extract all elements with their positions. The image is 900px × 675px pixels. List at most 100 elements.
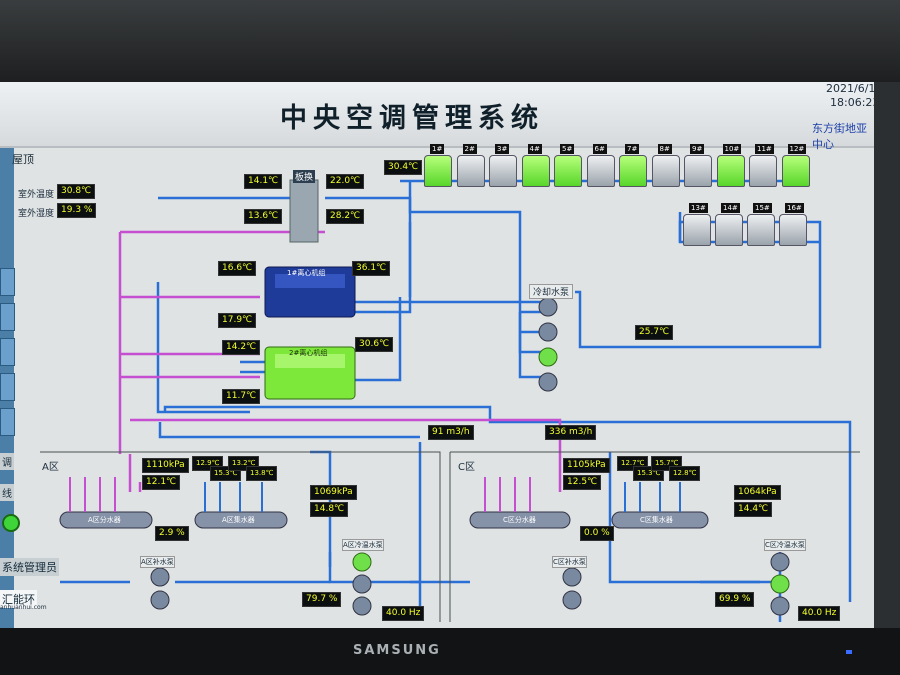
header-org: 东方街地亚中心 (812, 122, 867, 151)
zone-c-cold-pump: C区冷温水泵 (764, 539, 806, 551)
zone-c-pressure1: 1105kPa (563, 458, 610, 473)
side-partial[interactable]: 线 (0, 484, 14, 501)
cooling-tower-b-label-3: 15# (753, 203, 772, 213)
left-nav (0, 148, 15, 628)
app-title: 中央空调管理系统 (280, 103, 544, 134)
cooling-tower-b-1[interactable] (683, 214, 711, 246)
flow-2: 336 m3/h (545, 425, 597, 440)
nav-button-5[interactable] (0, 408, 15, 436)
cooling-tower-2[interactable] (456, 155, 485, 187)
power-led (846, 650, 852, 654)
cooling-tower-b-4[interactable] (779, 214, 807, 246)
cooling-tower-12[interactable] (781, 155, 810, 187)
cooling-tower-b-2[interactable] (715, 214, 743, 246)
zone-c-temp2: 14.4℃ (734, 502, 773, 517)
cooling-tower-label-7: 7# (625, 144, 640, 154)
cooling-tower-b-label-4: 16# (785, 203, 804, 213)
company-site: anhuanhui.com (0, 604, 47, 611)
cooling-tower-label-4: 4# (527, 144, 542, 154)
cooling-tower-9[interactable] (684, 155, 712, 187)
cooling-tower-label-10: 10# (722, 144, 742, 154)
company-logo-text: 汇能环 (0, 590, 37, 608)
zone-a-temp2: 14.8℃ (310, 502, 349, 517)
zone-a-freq: 40.0 Hz (382, 606, 425, 621)
chiller-2-low-temp: 11.7℃ (222, 389, 261, 404)
chiller-2-in-temp: 14.2℃ (222, 340, 261, 355)
cooling-pumps-label: 冷却水泵 (529, 284, 574, 299)
cooling-tower-b-label-1: 13# (689, 203, 708, 213)
cooling-tower-11[interactable] (749, 155, 777, 187)
cooling-tower-label-3: 3# (495, 144, 510, 154)
cooling-tower-7[interactable] (619, 155, 647, 187)
cooling-tower-8[interactable] (651, 155, 680, 187)
cooling-tower-label-9: 9# (690, 144, 705, 154)
chiller-1-in-temp: 16.6℃ (218, 261, 257, 276)
side-partial-2: 调 (0, 453, 14, 470)
zone-c-divider-label: C区分水器 (503, 516, 536, 524)
nav-button-3[interactable] (0, 338, 15, 366)
zone-c-pump-pct: 69.9 % (715, 592, 755, 607)
cooling-tower-label-12: 12# (787, 144, 807, 154)
header-time: 18:06:23 (830, 96, 874, 109)
cooling-pump-group (538, 297, 558, 392)
nav-button-4[interactable] (0, 373, 15, 401)
zone-a-cold-pump: A区冷温水泵 (342, 539, 384, 551)
plate-hx-t2: 22.0℃ (326, 174, 365, 189)
zone-c-valve-pct: 0.0 % (580, 526, 614, 541)
monitor-bezel-bottom (0, 628, 900, 675)
status-lamp (2, 514, 20, 532)
cooling-tower-6[interactable] (586, 155, 615, 187)
cooling-tower-label-2: 2# (462, 144, 477, 154)
zone-a-valve-pct: 2.9 % (155, 526, 189, 541)
roof-label: 屋顶 (12, 153, 34, 166)
chiller-2-label: 2#离心机组 (289, 349, 328, 357)
cooling-tower-label-5: 5# (560, 144, 575, 154)
zone-c-td: 12.8℃ (669, 466, 701, 481)
scada-screen: 中央空调管理系统 2021/6/17 18:06:23 东方街地亚中心 (0, 82, 874, 628)
cooling-tower-b-3[interactable] (747, 214, 775, 246)
plate-hx-label: 板换 (293, 170, 316, 183)
outdoor-humidity-label: 室外湿度 (18, 209, 55, 219)
cooling-tower-label-6: 6# (592, 144, 607, 154)
cooling-tower-label-11: 11# (755, 144, 774, 154)
flow-1: 91 m3/h (428, 425, 474, 440)
cooling-tower-3[interactable] (489, 155, 517, 187)
zone-a-label: A区 (42, 462, 59, 473)
zone-c-pressure2: 1064kPa (734, 485, 781, 500)
chiller-2-out-temp: 30.6℃ (355, 337, 394, 352)
zone-a-collector-label: A区集水器 (222, 516, 255, 524)
plate-hx-t4: 28.2℃ (326, 209, 365, 224)
zone-c-freq: 40.0 Hz (798, 606, 841, 621)
admin-label[interactable]: 系统管理员 (0, 558, 59, 576)
zone-c-divider (469, 511, 571, 529)
zone-c-temp1: 12.5℃ (563, 475, 602, 490)
outdoor-humidity-value: 19.3 % (57, 203, 97, 218)
plate-hx-t1: 14.1℃ (244, 174, 283, 189)
monitor-bezel-top (0, 0, 900, 82)
cooling-tower-10[interactable] (716, 155, 745, 187)
nav-button-1[interactable] (0, 268, 15, 296)
zone-a-divider-label: A区分水器 (88, 516, 121, 524)
nav-button-2[interactable] (0, 303, 15, 331)
zone-c-label: C区 (458, 462, 475, 473)
cooling-tower-5[interactable] (554, 155, 582, 187)
cooling-return-temp: 25.7℃ (635, 325, 674, 340)
chiller-1-label: 1#离心机组 (287, 269, 326, 277)
chiller-1-low-temp: 17.9℃ (218, 313, 257, 328)
monitor-brand: SAMSUNG (353, 643, 441, 658)
cooling-tower-4[interactable] (521, 155, 550, 187)
plate-hx-t3: 13.6℃ (244, 209, 283, 224)
chiller-1-out-temp: 36.1℃ (352, 261, 391, 276)
cooling-tower-label-1: 1# (430, 144, 445, 154)
zone-a-pressure2: 1069kPa (310, 485, 357, 500)
zone-c-collector-label: C区集水器 (640, 516, 673, 524)
zone-c-makeup-pump: C区补水泵 (552, 556, 587, 568)
cooling-tower-1[interactable] (424, 155, 452, 187)
tower-supply-temp: 30.4℃ (384, 160, 423, 175)
cooling-tower-label-8: 8# (657, 144, 672, 154)
outdoor-temp-value: 30.8℃ (57, 184, 96, 199)
cooling-tower-b-label-2: 14# (721, 203, 740, 213)
zone-a-makeup-pump: A区补水泵 (140, 556, 175, 568)
outdoor-temp-label: 室外温度 (18, 190, 55, 200)
plate-heat-exchanger (289, 179, 319, 243)
